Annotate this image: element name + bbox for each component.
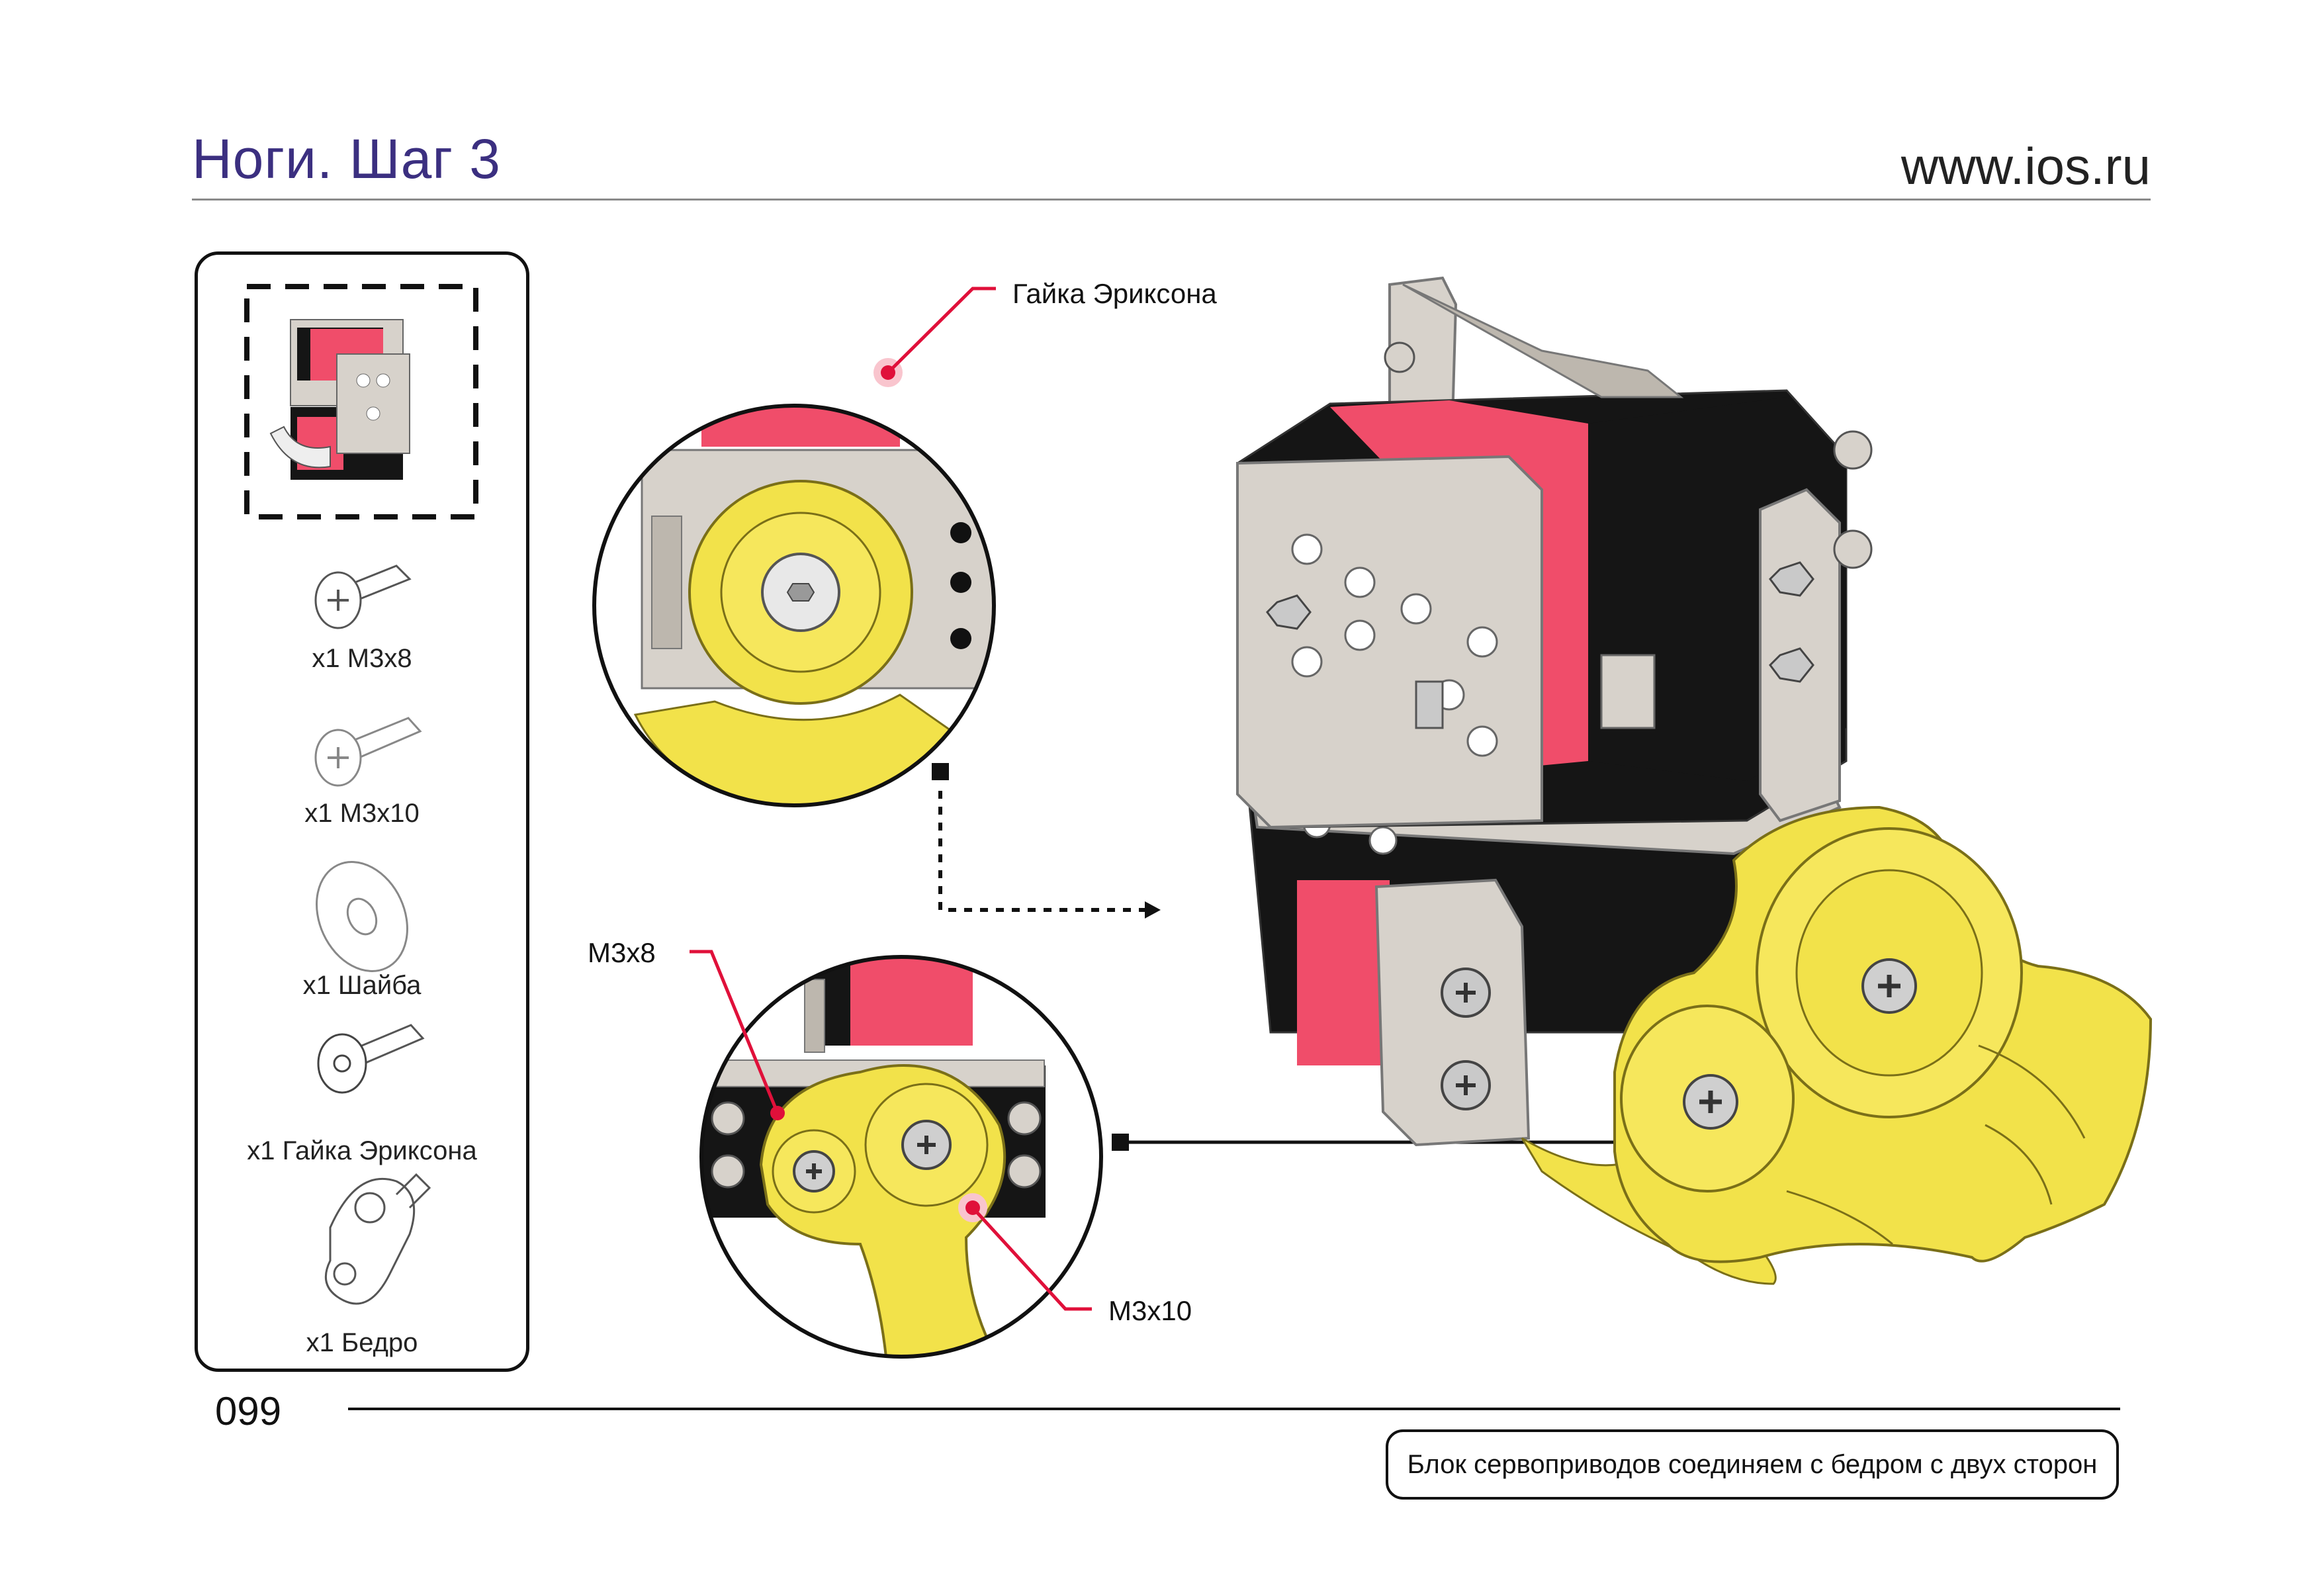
assembly-thumbnail: [244, 284, 478, 519]
part-label-erickson-nut: x1 Гайка Эриксона: [247, 1136, 477, 1165]
callout-m3x10-marker: [958, 1193, 1092, 1311]
arrow-solid: [1112, 1134, 1642, 1151]
part-label-m3x10: x1 M3x10: [304, 799, 420, 828]
callout-label-m3x8: M3x8: [588, 937, 656, 968]
main-assembly-render: [1236, 276, 2153, 1285]
detail-circle-top: [592, 404, 996, 807]
parts-panel: x1 M3x8 x1 M3x10 x1 Шайба x1 Гайка Эрикс…: [195, 251, 529, 1372]
m3x8-screw-icon: [314, 564, 412, 629]
page-number: 099: [215, 1389, 282, 1433]
callout-label-m3x10: M3x10: [1108, 1295, 1192, 1326]
header-divider: [192, 199, 2151, 201]
part-label-washer: x1 Шайба: [302, 971, 422, 1000]
step-caption: Блок сервоприводов соединяем с бедром с …: [1386, 1429, 2119, 1500]
washer-icon: [316, 860, 408, 973]
thigh-icon: [324, 1173, 431, 1305]
parts-illustrations: [244, 284, 478, 1305]
callout-label-erickson-nut: Гайка Эриксона: [1012, 278, 1217, 309]
m3x10-screw-icon: [314, 717, 422, 787]
part-label-thigh: x1 Бедро: [306, 1328, 418, 1357]
step-caption-text: Блок сервоприводов соединяем с бедром с …: [1407, 1449, 2098, 1479]
arrow-dotted: [932, 763, 1161, 919]
callout-m3x8-marker: [690, 950, 785, 1120]
erickson-nut-icon: [317, 1024, 425, 1094]
footer-divider: [348, 1408, 2120, 1410]
detail-circle-bottom: [699, 955, 1103, 1359]
page-title: Ноги. Шаг 3: [192, 128, 502, 190]
site-url[interactable]: www.ios.ru: [1900, 137, 2151, 195]
callout-erickson-nut-marker: [873, 287, 996, 387]
part-label-m3x8: x1 M3x8: [312, 644, 412, 673]
